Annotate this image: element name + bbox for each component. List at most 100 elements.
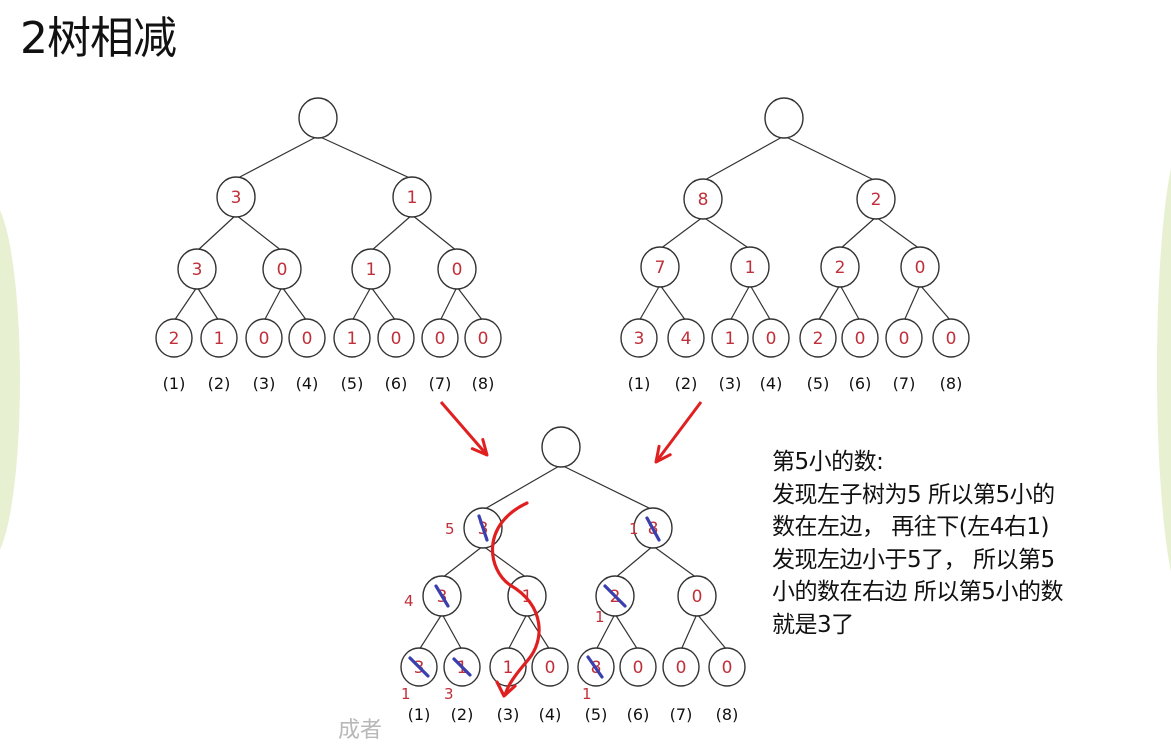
tree-node: 1 [711,318,749,358]
tree-node: 3 [216,176,256,218]
tree-edge [729,284,751,322]
leaf-index-label: (2) [451,705,474,724]
node-circle [619,647,657,687]
tree-node: 0 [841,318,879,358]
crossed-out-value: 8 [645,516,661,542]
difference-label-l2-right: 1 [595,608,605,626]
tree-node: 0 [708,647,746,687]
node-circle [856,178,896,220]
node-circle [820,246,860,288]
explanation-line: 小的数在右边 所以第5小的数 [772,579,1063,605]
node-value: 0 [899,329,910,349]
tree-edge [875,216,921,250]
node-circle [764,97,804,139]
node-value: 0 [915,258,926,278]
leaf-index-label: (3) [719,374,742,393]
decorative-left-curve [0,200,20,560]
tree-edge [439,286,458,322]
difference-label-l3-2: 3 [444,685,454,703]
explanation-line: 发现左边小于5了， 所以第5 [772,546,1055,573]
node-value: 0 [478,329,489,349]
node-circle [799,318,837,358]
node-circle [932,318,970,358]
explanation-line: 数在左边， 再往下(左4右1) [772,514,1050,540]
tree-node: 1 [351,248,391,290]
search-path-arrow [491,501,541,698]
tree-node: 1 [730,246,770,288]
node-value: 1 [214,329,225,349]
difference-label-l3-5: 1 [582,685,592,703]
decorative-right-curve [1157,140,1171,600]
node-value: 3 [192,260,203,280]
explanation-line: 发现左子树为5 所以第5小的 [772,481,1055,508]
leaf-index-label: (8) [940,374,963,393]
tree-edge [456,286,484,322]
node-circle [216,176,256,218]
node-circle [200,318,238,358]
tree-node: 3 [620,318,658,358]
tree-node: 0 [262,248,302,290]
tree-edge [659,284,687,322]
tree-node: 1 [507,575,547,617]
tree-edge [749,284,772,322]
tree-node: 1 [333,318,371,358]
tree-edge [696,613,728,651]
node-value: 0 [259,329,270,349]
node-value: 2 [835,258,846,278]
tree-node: 0 [752,318,790,358]
node-value: 0 [766,329,777,349]
strike-mark [434,584,450,608]
tree-edge [702,135,785,182]
leaf-index-label: (2) [208,374,231,393]
node-circle [177,248,217,290]
tree-edge [173,286,198,322]
tree-edge [482,545,528,579]
tree-node: 0 [437,248,477,290]
leaf-index-label: (5) [585,705,608,724]
tree-node: 0 [662,647,700,687]
arrow-shaft [654,401,703,463]
node-value: 0 [722,658,733,678]
tree-edge [351,286,372,322]
tree-edge [919,284,952,322]
node-circle [392,176,432,218]
node-circle [507,575,547,617]
crossed-out-value: 8 [586,655,604,679]
leaf-index-label: (4) [296,374,319,393]
annotation-layer: 38323185141131 [401,401,703,703]
tree-node: 3 [177,248,217,290]
tree-edge [783,135,877,182]
tree-edge [839,284,861,322]
node-value: 1 [407,188,418,208]
search-path-head [495,680,517,698]
tree-node [541,426,581,468]
explanation-line: 就是3了 [772,611,854,638]
leaf-index-label: (6) [849,374,872,393]
tree-edge [614,613,639,651]
node-circle [841,318,879,358]
tree-edge [317,135,413,180]
node-circle [298,97,338,139]
tree-edge [370,286,397,322]
leaf-index-label: (1) [163,374,186,393]
tree-node: 4 [667,318,705,358]
leaf-index-label: (1) [628,374,651,393]
tree-edge [441,545,484,579]
tree-edge [614,545,654,579]
arrow-from-left-tree [439,401,489,457]
strike-mark [586,655,604,679]
node-circle [288,318,326,358]
tree-node: 0 [377,318,415,358]
tree-edge [482,464,562,511]
node-value: 0 [676,658,687,678]
leaf-index-label: (5) [341,374,364,393]
tree-edge [595,613,616,651]
node-value: 8 [698,190,709,210]
node-value: 1 [347,329,358,349]
tree-edge [235,214,283,252]
strike-mark [408,656,430,678]
node-circle [711,318,749,358]
tree-node: 0 [421,318,459,358]
